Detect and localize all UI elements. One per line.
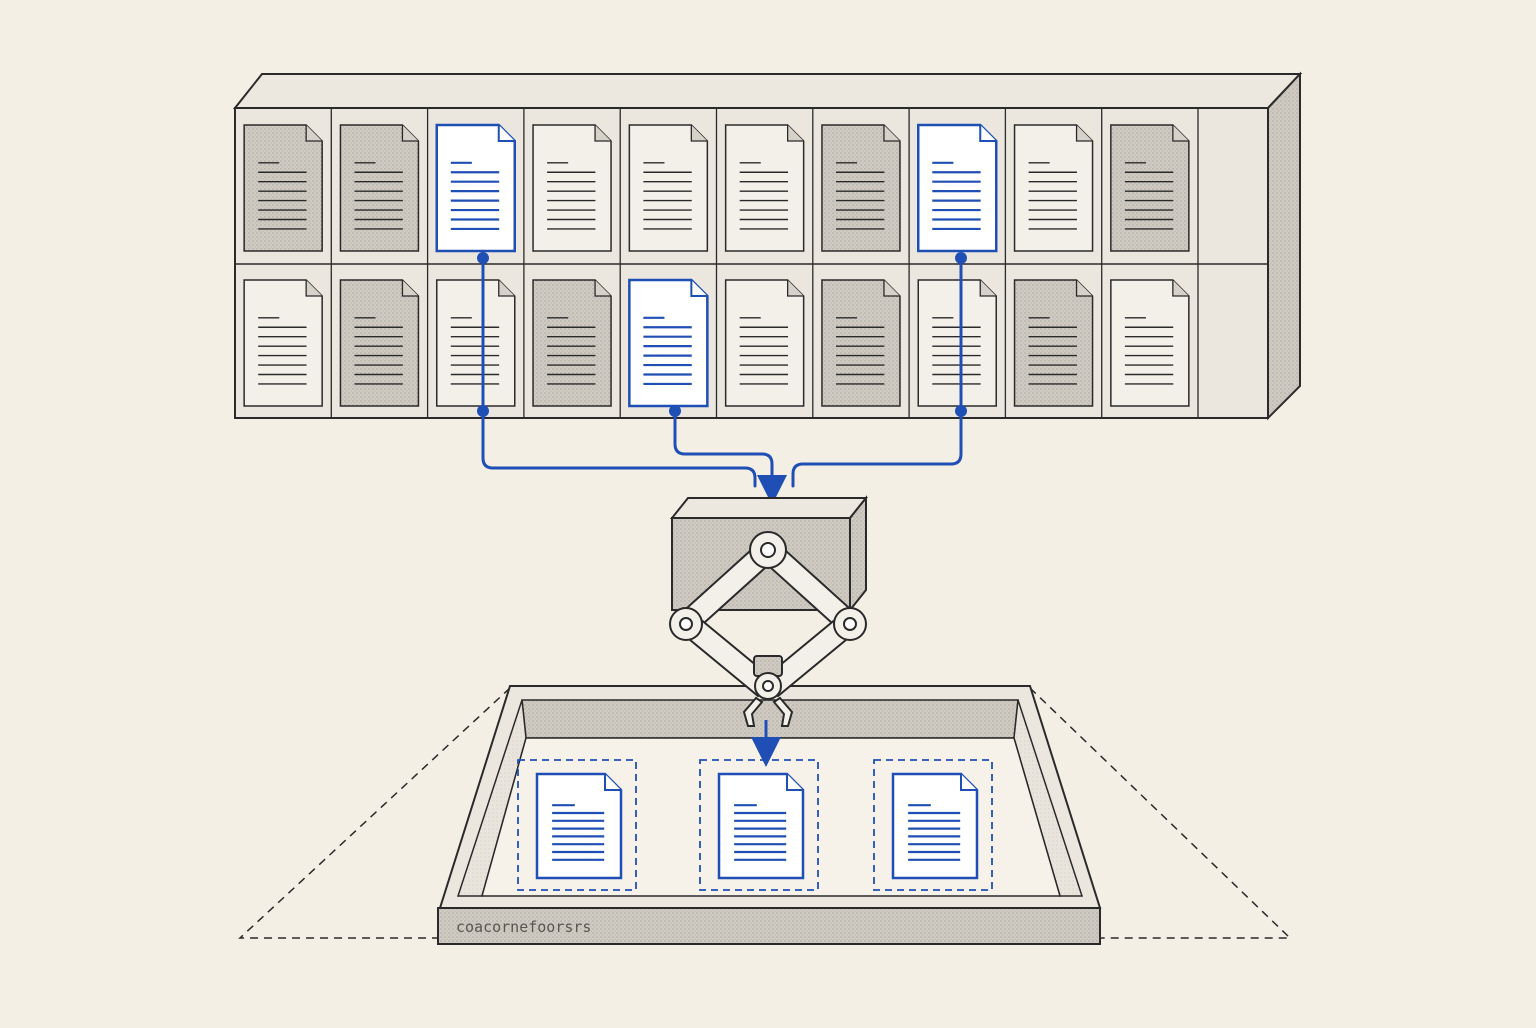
tray-edge-label: coacornefoorsrs (456, 918, 591, 936)
cabinet-top (232, 73, 1303, 109)
tray-documents (517, 759, 993, 891)
connector-left-path (481, 409, 757, 488)
cabinet-cell (435, 108, 525, 264)
document-icon (339, 124, 420, 252)
document-icon (628, 278, 709, 408)
cabinet-cell (1110, 264, 1199, 418)
document-icon (1110, 279, 1190, 407)
cabinet-cell (243, 264, 332, 418)
cabinet-cell (724, 264, 814, 418)
document-icon (821, 124, 901, 252)
cabinet-cell (532, 108, 621, 264)
connector-dot (669, 405, 681, 417)
robot-joint (843, 617, 857, 631)
cabinet-cell (724, 108, 814, 264)
tray-slot (699, 759, 819, 891)
document-cabinet (232, 71, 1303, 421)
document-icon (243, 124, 323, 252)
tray-projection-left (238, 687, 511, 939)
document-icon (1013, 279, 1094, 407)
robot-joint (762, 680, 774, 692)
selection-connectors (477, 252, 967, 505)
document-icon (339, 279, 420, 407)
document-icon (435, 123, 516, 253)
cabinet-cells (243, 108, 1199, 418)
cabinet-cell (243, 108, 332, 264)
cabinet-cell (628, 108, 718, 264)
robot-arm-icon (669, 495, 869, 767)
connector-right-path (791, 409, 963, 488)
robot-gripper (742, 696, 794, 727)
document-icon (628, 124, 709, 252)
document-icon (917, 279, 997, 407)
cabinet-cell (1110, 108, 1199, 264)
document-icon (724, 124, 805, 252)
cabinet-cell (917, 264, 1007, 418)
cabinet-cell (532, 264, 621, 418)
robot-joint (760, 542, 776, 558)
tray-slot (517, 759, 637, 891)
tray-slot (873, 759, 993, 891)
document-icon (532, 124, 612, 252)
cabinet-cell (1013, 108, 1103, 264)
connector-dot (477, 252, 489, 264)
document-icon (532, 279, 612, 407)
document-icon (891, 772, 979, 880)
document-icon (821, 279, 901, 407)
cabinet-cell (339, 108, 429, 264)
collection-tray: coacornefoorsrs (238, 685, 1292, 945)
connector-dot (955, 252, 967, 264)
cabinet-cell (917, 108, 1007, 264)
robot-body-top (669, 497, 869, 519)
cabinet-side (1267, 71, 1301, 421)
robot-body-side (849, 495, 867, 613)
connector-dot (477, 405, 489, 417)
connector-dot (955, 405, 967, 417)
document-icon (1110, 124, 1190, 252)
cabinet-cell (339, 264, 429, 418)
document-icon (535, 772, 623, 880)
robot-joint (679, 617, 693, 631)
tray-front (437, 907, 1101, 945)
document-icon (243, 279, 323, 407)
cabinet-cell (628, 264, 718, 418)
connector-middle-path (673, 409, 787, 505)
document-icon (436, 279, 516, 407)
cabinet-cell (821, 108, 910, 264)
cabinet-cell (821, 264, 910, 418)
document-icon (917, 123, 998, 253)
tray-back-wall (521, 699, 1019, 739)
document-icon (724, 279, 805, 407)
cabinet-cell (1013, 264, 1103, 418)
cabinet-cell (436, 264, 525, 418)
document-icon (717, 772, 805, 880)
document-icon (1013, 124, 1094, 252)
